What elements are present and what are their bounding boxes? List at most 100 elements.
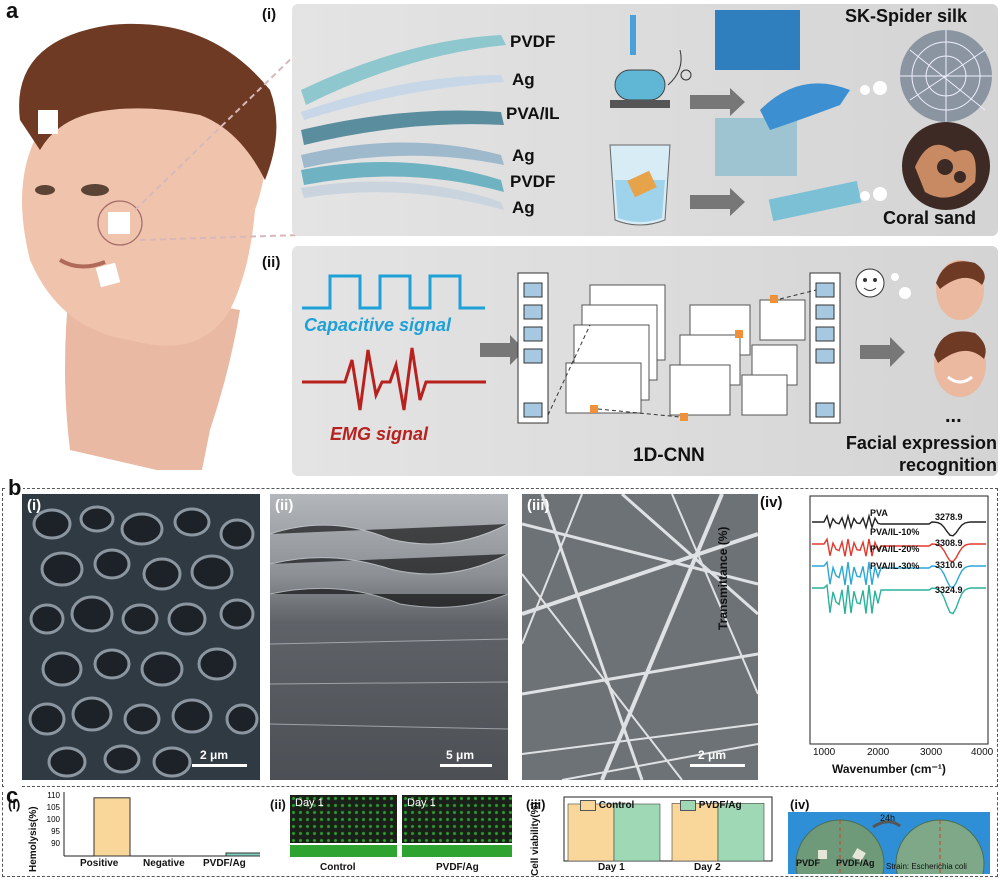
hemolysis-label: (i): [8, 797, 21, 812]
fluor-img-3: [290, 845, 397, 857]
ftir-chart: [809, 495, 989, 745]
ftir-xlabel: Wavenumber (cm⁻¹): [832, 762, 946, 776]
ftir-label: (iv): [760, 494, 783, 511]
antibac-time: 24h: [880, 813, 896, 823]
hemolysis-bar: [225, 852, 260, 857]
emg-signal-label: EMG signal: [330, 424, 429, 444]
ftir-series-4: PVA/IL-30%: [870, 561, 920, 571]
spider-silk-photo: [900, 30, 992, 122]
fluor-img-1: Day 1: [290, 795, 397, 843]
sem-texture: [270, 523, 508, 730]
ftir-xtick-3: 3000: [920, 747, 943, 758]
viability-ylabel: Cell viability(%): [530, 802, 541, 876]
ftir-series-3: PVA/IL-20%: [870, 544, 920, 554]
hemolysis-cat-1: Positive: [80, 858, 119, 869]
coral-sand-label: Coral sand: [883, 208, 977, 228]
viability-chart: [563, 796, 773, 862]
layer-label-4: Ag: [512, 146, 535, 165]
sem-image-1: (i) 2 μm: [22, 494, 260, 780]
hemolysis-ylabel: Hemolysis(%): [28, 806, 39, 872]
ftir-peak-3: 3310.6: [935, 560, 963, 570]
sem-3-scalebar: [690, 764, 745, 767]
network-label: 1D-CNN: [633, 445, 705, 466]
sem-pores: [28, 505, 259, 778]
layer-label-2: Ag: [512, 70, 535, 89]
viability-axes: [563, 796, 773, 862]
ftir-series-2: PVA/IL-10%: [870, 527, 920, 537]
sem-3-scale: 2 μm: [698, 748, 727, 762]
antibac-left: PVDF: [796, 858, 821, 868]
recognition-label: Facial expression recognition: [812, 432, 997, 476]
viability-legend-2: PVDF/Ag: [680, 800, 742, 811]
viability-swatch-1: [580, 800, 596, 811]
fluor-img-4: [402, 845, 512, 857]
viability-legend-text-2: PVDF/Ag: [698, 800, 742, 812]
sem-2-scale: 5 μm: [446, 748, 475, 762]
hemolysis-ytick: 100: [47, 815, 61, 824]
fluor-col-2: PVDF/Ag: [436, 862, 479, 873]
ftir-spectrum-line: [812, 537, 986, 563]
recognition-text: Facial expression recognition: [845, 433, 997, 475]
ellipsis: ...: [945, 405, 962, 427]
fluor-label: (ii): [270, 797, 286, 812]
hemolysis-ytick: 105: [47, 803, 61, 812]
panel-b-frame: [2, 488, 998, 787]
sem-2-scalebar: [440, 764, 492, 767]
panel-a-ii-label: (ii): [262, 254, 281, 271]
hemolysis-cat-2: Negative: [143, 858, 185, 869]
ftir-xtick-2: 2000: [867, 747, 890, 758]
hemolysis-ytick: 90: [51, 839, 60, 848]
viability-bar: [613, 803, 661, 862]
ftir-spectrum-line: [812, 513, 986, 537]
panel-a-i-label: (i): [262, 6, 277, 23]
viability-legend-text-1: Control: [598, 800, 635, 812]
sem-image-3: (iii) 2 μm: [522, 494, 758, 780]
hemolysis-ytick: 110: [47, 791, 60, 800]
ftir-spectrum-line: [812, 583, 986, 615]
layer-label-1: PVDF: [510, 32, 556, 51]
petri-dishes: [795, 819, 985, 874]
hemolysis-cat-3: PVDF/Ag: [203, 858, 246, 869]
face-results: [855, 260, 986, 397]
spider-silk-label: SK-Spider silk: [845, 6, 968, 26]
ftir-spectrum-line: [812, 560, 986, 589]
viability-bar: [567, 803, 615, 862]
antibac-photo: 24h PVDF PVDF/Ag Strain: Escherichia col…: [788, 812, 990, 874]
layer-label-5: PVDF: [510, 172, 556, 191]
head-illustration: [6, 23, 300, 470]
viability-cat-2: Day 2: [694, 862, 721, 873]
antibac-label: (iv): [790, 797, 810, 812]
ftir-ylabel: Transmittance (%): [716, 526, 730, 630]
fluor-col-1: Control: [320, 862, 356, 873]
cnn-diagram: [480, 272, 841, 424]
antibac-strain: Strain: Escherichia coli: [886, 862, 967, 871]
layer-label-3: PVA/IL: [506, 104, 560, 123]
sem-1-scalebar: [192, 764, 247, 767]
ftir-series-1: PVA: [870, 508, 888, 518]
sem-fibers: [522, 494, 758, 780]
fluor-day-2: Day 1: [407, 797, 436, 809]
hemolysis-bar: [93, 797, 131, 857]
ftir-xtick-1: 1000: [813, 747, 836, 758]
sem-1-scale: 2 μm: [200, 748, 229, 762]
ftir-xtick-4: 4000: [971, 747, 994, 758]
ftir-peak-1: 3278.9: [935, 512, 963, 522]
signal-waveforms: [302, 274, 486, 411]
sem-image-2: (ii) 5 μm: [270, 494, 508, 780]
fluor-img-2: Day 1: [402, 795, 512, 843]
coral-sand-photo: [902, 122, 990, 210]
panel-b-letter: b: [6, 475, 24, 501]
sem-2-label: (ii): [275, 497, 294, 514]
layer-stack: [301, 35, 506, 210]
viability-label: (iii): [526, 797, 546, 812]
capacitive-signal-label: Capacitive signal: [304, 315, 452, 335]
sem-1-label: (i): [27, 497, 42, 514]
viability-bar: [671, 803, 719, 862]
ftir-axes: [809, 495, 989, 745]
ftir-peak-4: 3324.9: [935, 585, 963, 595]
hemolysis-ytick: 95: [51, 827, 60, 836]
panel-a-letter: a: [6, 0, 19, 23]
viability-bar: [717, 803, 765, 862]
layer-label-6: Ag: [512, 198, 535, 217]
sem-3-label: (iii): [527, 497, 550, 514]
